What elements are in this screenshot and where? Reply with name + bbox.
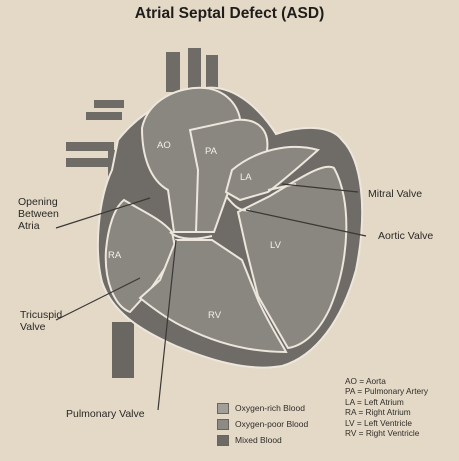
left-vessel-4 (94, 100, 124, 108)
chamber-label-ra: RA (108, 250, 121, 261)
abbr-la: LA = Left Atrium (345, 397, 428, 407)
legend-item-oxygen-rich: Oxygen-rich Blood (217, 402, 305, 414)
aortic-branch-1 (166, 52, 180, 92)
chamber-label-pa: PA (205, 146, 217, 157)
legend-label-oxygen-rich: Oxygen-rich Blood (235, 403, 305, 413)
label-tricuspid-line-2: Valve (20, 321, 62, 333)
abbr-ao: AO = Aorta (345, 376, 428, 386)
chamber-label-la: LA (240, 172, 252, 183)
abbr-lv: LV = Left Ventricle (345, 418, 428, 428)
left-vessel-1 (66, 142, 114, 151)
legend-item-mixed: Mixed Blood (217, 434, 282, 446)
legend-swatch-oxygen-rich (217, 403, 229, 414)
label-mitral-valve: Mitral Valve (368, 188, 422, 200)
abbr-ra: RA = Right Atrium (345, 407, 428, 417)
chamber-label-rv: RV (208, 310, 221, 321)
label-opening-line-3: Atria (18, 220, 59, 232)
chamber-label-ao: AO (157, 140, 171, 151)
label-aortic-valve: Aortic Valve (378, 230, 433, 242)
chamber-label-lv: LV (270, 240, 281, 251)
legend-label-mixed: Mixed Blood (235, 435, 282, 445)
inferior-vena-cava (112, 322, 134, 378)
label-opening-between-atria: Opening Between Atria (18, 196, 59, 232)
label-tricuspid-line-1: Tricuspid (20, 309, 62, 321)
abbr-pa: PA = Pulmonary Artery (345, 386, 428, 396)
legend-swatch-oxygen-poor (217, 419, 229, 430)
label-pulmonary-valve: Pulmonary Valve (66, 408, 145, 420)
label-tricuspid-valve: Tricuspid Valve (20, 309, 62, 333)
aortic-branch-3 (206, 55, 218, 91)
label-opening-line-1: Opening (18, 196, 59, 208)
abbr-rv: RV = Right Ventricle (345, 428, 428, 438)
abbreviation-key: AO = Aorta PA = Pulmonary Artery LA = Le… (345, 376, 428, 438)
legend-item-oxygen-poor: Oxygen-poor Blood (217, 418, 308, 430)
label-opening-line-2: Between (18, 208, 59, 220)
left-vessel-2 (66, 158, 114, 167)
legend-label-oxygen-poor: Oxygen-poor Blood (235, 419, 308, 429)
legend-swatch-mixed (217, 435, 229, 446)
left-vessel-3 (86, 112, 122, 120)
aortic-branch-2 (188, 48, 201, 88)
